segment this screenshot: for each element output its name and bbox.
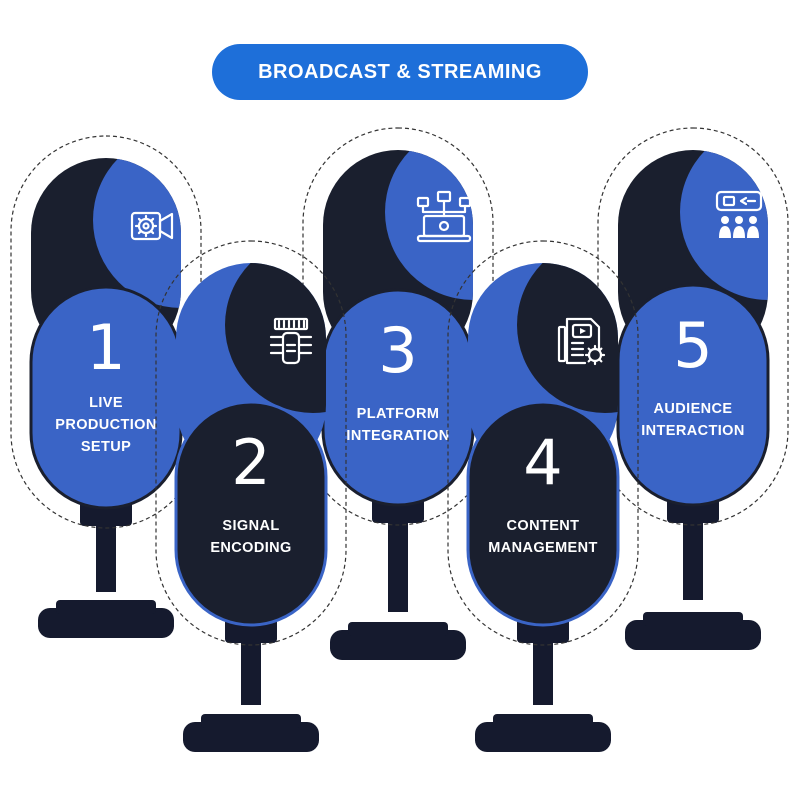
step-4-stand-plate <box>493 714 593 728</box>
camera-gear-icon <box>130 211 174 241</box>
step-1-dashed-outline <box>10 135 202 529</box>
step-2-label-line: ENCODING <box>210 540 291 556</box>
step-4-pill <box>466 400 620 627</box>
step-5-corner <box>680 150 768 300</box>
document-video-gear-icon <box>557 317 606 366</box>
signal-encoder-icon <box>269 317 313 365</box>
step-5-label-line: INTERACTION <box>641 423 744 439</box>
step-4-stand-base <box>475 722 611 752</box>
step-4-label-line: MANAGEMENT <box>488 540 598 556</box>
step-1-label-line: LIVE <box>89 395 123 411</box>
step-4-dashed-outline <box>447 240 639 646</box>
step-5-stand-base <box>625 620 761 650</box>
step-3-stand-base <box>330 630 466 660</box>
step-1-stand-base <box>38 608 174 638</box>
step-5-stand-plate <box>643 612 743 626</box>
step-1-label-line: SETUP <box>81 439 131 455</box>
step-5-label-line: AUDIENCE <box>654 401 733 417</box>
step-1-stand-neck <box>96 505 116 592</box>
step-2-corner <box>225 263 326 413</box>
step-4-number: 4 <box>523 426 562 499</box>
step-4-label-line: CONTENT <box>507 518 580 534</box>
step-5-number: 5 <box>673 309 712 382</box>
step-4-corner <box>517 263 618 413</box>
step-3-stand-neck <box>388 502 408 612</box>
step-3-stand-plate <box>348 622 448 636</box>
step-1-label-line: PRODUCTION <box>55 417 156 433</box>
audience-chat-icon <box>715 190 763 238</box>
step-3-number: 3 <box>378 314 417 387</box>
step-2-stand-base <box>183 722 319 752</box>
step-1-stand-plate <box>56 600 156 614</box>
step-1-corner <box>93 158 181 308</box>
step-3-corner <box>385 150 473 300</box>
step-2-pill <box>174 400 328 627</box>
step-1-number: 1 <box>86 311 125 384</box>
step-2-number: 2 <box>231 426 270 499</box>
step-3-label-line: PLATFORM <box>357 406 440 422</box>
step-2-stand-plate <box>201 714 301 728</box>
step-2-dashed-outline <box>155 240 347 646</box>
infographic-title: BROADCAST & STREAMING <box>258 60 542 83</box>
step-5-stand-neck <box>683 502 703 600</box>
step-2-label-line: SIGNAL <box>222 518 279 534</box>
network-laptop-icon <box>416 190 472 243</box>
title-pill: BROADCAST & STREAMING <box>212 44 588 100</box>
step-3-label-line: INTEGRATION <box>346 428 449 444</box>
